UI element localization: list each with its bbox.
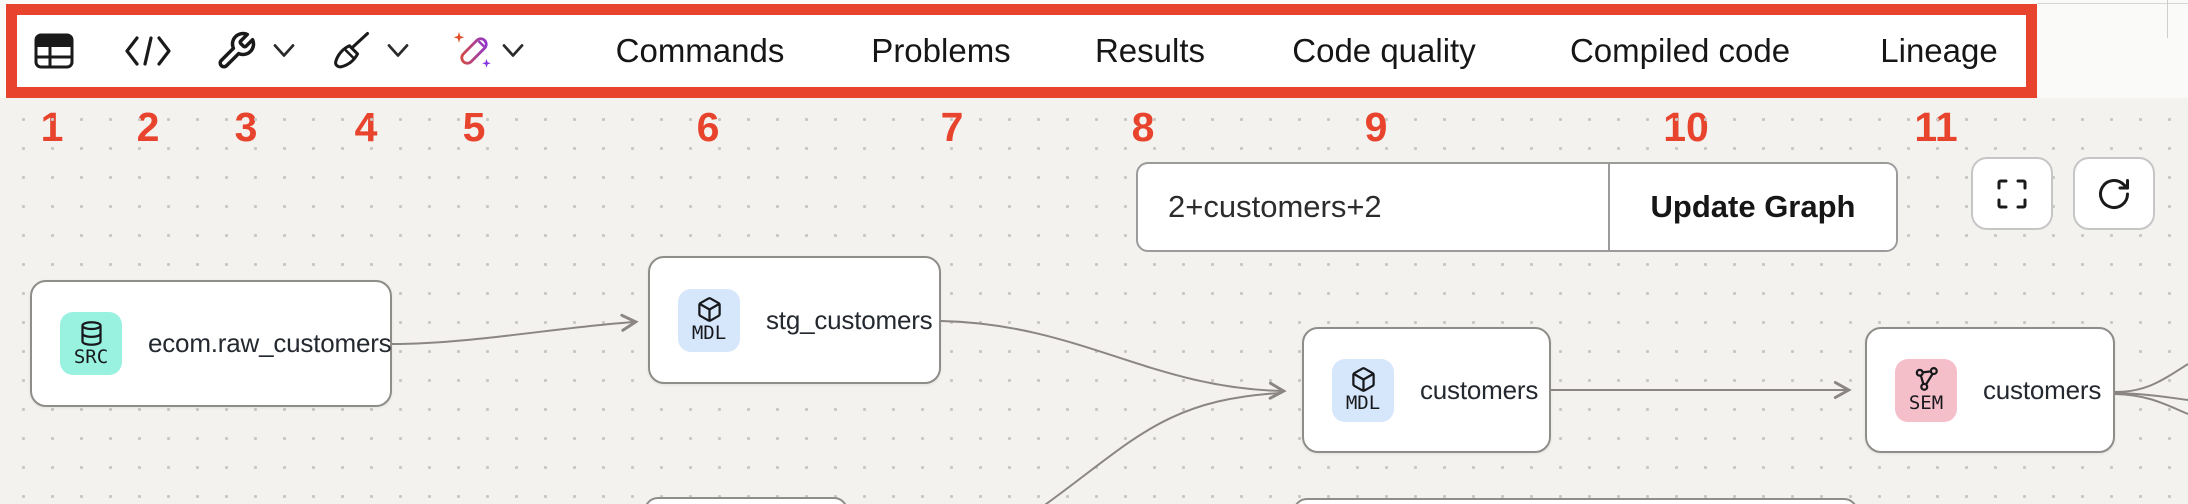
- node-name: ecom.raw_customers: [148, 328, 392, 358]
- node-name: customers: [1983, 374, 2102, 405]
- sem-badge: SEM: [1895, 358, 1957, 422]
- broom-dropdown-chevron-icon[interactable]: [387, 44, 422, 66]
- mdl-badge: MDL: [1332, 358, 1394, 422]
- annotated-toolbar: Commands Problems Results Code quality C…: [6, 4, 2037, 98]
- code-icon[interactable]: [125, 36, 196, 83]
- node-type-label: MDL: [1345, 392, 1381, 415]
- node-partial-bottom-left[interactable]: [644, 497, 848, 504]
- node-customers-model[interactable]: MDL customers: [1302, 327, 1551, 453]
- graph-filter-input[interactable]: [1138, 164, 1608, 250]
- src-badge: SRC: [60, 312, 122, 375]
- node-stg-customers[interactable]: MDL stg_customers: [648, 256, 941, 384]
- node-type-label: SEM: [1908, 392, 1944, 415]
- tab-results[interactable]: Results: [1094, 32, 1206, 69]
- database-icon: [80, 320, 102, 346]
- magic-wand-icon[interactable]: [453, 32, 519, 97]
- table-icon[interactable]: [34, 33, 96, 89]
- filter-divider: [1608, 164, 1610, 250]
- wrench-dropdown-chevron-icon[interactable]: [273, 44, 308, 66]
- tab-compiled-code[interactable]: Compiled code: [1569, 32, 1791, 69]
- node-partial-bottom-right[interactable]: [1293, 498, 1858, 504]
- node-type-label: SRC: [73, 345, 109, 368]
- cube-icon: [697, 297, 721, 322]
- fullscreen-button[interactable]: [1971, 157, 2053, 230]
- wrench-icon[interactable]: [218, 31, 278, 93]
- refresh-button[interactable]: [2073, 157, 2155, 230]
- node-name: customers: [1420, 374, 1539, 405]
- tab-commands[interactable]: Commands: [615, 32, 785, 69]
- tab-code-quality[interactable]: Code quality: [1292, 32, 1476, 69]
- top-divider-line: [2037, 3, 2188, 4]
- node-name: stg_customers: [766, 304, 933, 335]
- node-ecom-raw-customers[interactable]: SRC ecom.raw_customers: [30, 280, 392, 407]
- panel-edge-line: [2167, 0, 2168, 38]
- broom-icon[interactable]: [334, 31, 392, 93]
- wand-dropdown-chevron-icon[interactable]: [502, 44, 537, 66]
- update-graph-button[interactable]: Update Graph: [1610, 164, 1896, 250]
- fullscreen-icon: [1994, 176, 2030, 212]
- refresh-icon: [2096, 176, 2132, 212]
- node-type-label: MDL: [691, 322, 727, 345]
- graph-filter-widget: Update Graph: [1136, 162, 1898, 252]
- semantic-graph-icon: [1915, 367, 1938, 391]
- tab-lineage[interactable]: Lineage: [1880, 32, 1998, 69]
- mdl-badge: MDL: [678, 288, 740, 352]
- node-customers-semantic[interactable]: SEM customers: [1865, 327, 2115, 453]
- tab-problems[interactable]: Problems: [871, 32, 1011, 69]
- cube-icon: [1351, 367, 1375, 392]
